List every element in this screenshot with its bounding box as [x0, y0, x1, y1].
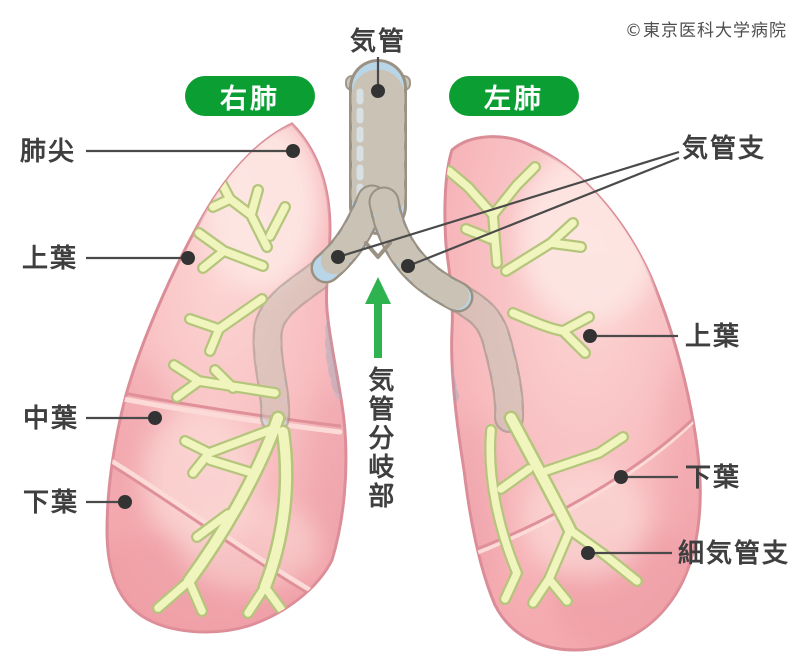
- up-arrow-icon: [365, 277, 391, 358]
- copyright-text: ©東京医科大学病院: [625, 21, 787, 41]
- label-bronchus: 気管支: [682, 134, 767, 164]
- label-trachea: 気管: [349, 27, 406, 57]
- label-right-upper-lobe: 上葉: [22, 244, 79, 274]
- label-bifurcation: 気管分岐部: [363, 366, 394, 511]
- badge-left-lung: 左肺: [449, 76, 579, 116]
- bronchus-right-tube: [310, 184, 388, 284]
- bronchial-tree-right: [152, 176, 294, 619]
- label-apex: 肺尖: [20, 137, 77, 167]
- leader-bronchus-1: [337, 150, 680, 259]
- label-bronchiole: 細気管支: [678, 539, 791, 569]
- badge-right-lung: 右肺: [185, 76, 315, 116]
- bronchus-left-tube: [368, 186, 474, 313]
- bronchus-left-inner-tube: [444, 281, 525, 433]
- leader-bronchus-2: [407, 156, 680, 268]
- bronchial-tree-left: [444, 161, 643, 609]
- label-left-upper-lobe: 上葉: [685, 322, 742, 352]
- label-right-lower-lobe: 下葉: [23, 488, 80, 518]
- label-left-lower-lobe: 下葉: [685, 463, 742, 493]
- leader-dots: [118, 84, 628, 560]
- label-right-middle-lobe: 中葉: [23, 404, 80, 434]
